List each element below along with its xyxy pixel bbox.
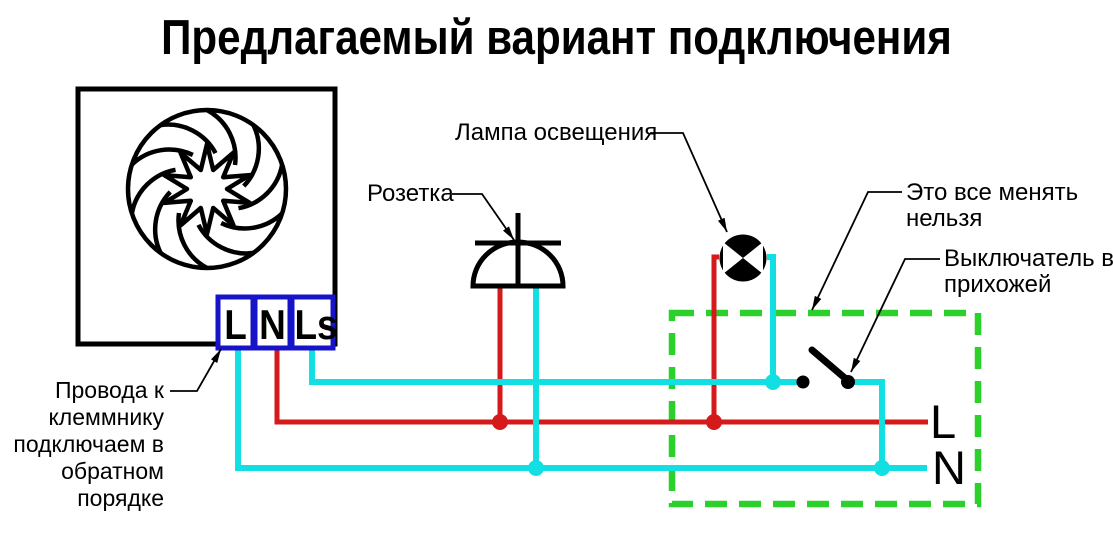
switch-leader-line [850, 258, 940, 373]
lamp-label: Лампа освещения [455, 119, 658, 146]
neutral-wires [235, 254, 927, 471]
keep-zone-label-line1: Это все менять [906, 179, 1079, 206]
terminal-note-line1: Провода к [54, 377, 164, 403]
hall-switch-label-line2: прихожей [944, 271, 1052, 298]
leader-arrowheads [211, 217, 861, 372]
bus-label-phase: L [930, 395, 957, 448]
neutral-junction-dots [528, 374, 890, 476]
socket-leader-line [452, 193, 515, 241]
fan-hub-star [161, 141, 253, 237]
switched-line-wire [309, 348, 803, 385]
hall-switch-label-line1: Выключатель в [944, 245, 1113, 272]
terminal-label-n: N [259, 301, 286, 348]
keep-zone-leader-line [811, 191, 902, 311]
phase-junction-dots [492, 414, 722, 430]
terminal-label-l: L [224, 301, 247, 348]
page-title: Предлагаемый вариант подключения [161, 11, 952, 65]
terminal-note-line2: клеммнику [48, 404, 164, 430]
keep-zone-label: Это все менять нельзя [906, 180, 1078, 232]
terminal-cell-ls [289, 294, 336, 351]
bus-label-neutral: N [932, 441, 966, 494]
socket-arrowhead [503, 226, 514, 240]
socket-label: Розетка [367, 180, 454, 207]
lamp-icon [719, 234, 767, 282]
lamp-arrowhead [718, 217, 727, 232]
terminal-note-line3: подключаем в [13, 431, 164, 457]
switch-to-neutral-wire [848, 379, 885, 468]
lamp-phase-wire [711, 254, 719, 422]
lamp-leader-line [650, 132, 728, 233]
lamp-switched-wire [767, 254, 776, 382]
switch-arrowhead [851, 357, 861, 372]
keep-zone-label-line2: нельзя [906, 205, 983, 232]
terminal-cell-n [252, 294, 293, 351]
terminal-note-leader-line [170, 348, 222, 392]
terminal-note-line4: обратном [61, 458, 164, 484]
neutral-bus-wire [235, 348, 927, 471]
socket-icon [470, 213, 566, 289]
terminal-label-ls: Ls [294, 301, 338, 348]
terminal-note-label: Провода к клеммнику подключаем в обратно… [0, 377, 164, 512]
terminal-block [215, 294, 336, 351]
fan-impeller-icon [125, 107, 289, 271]
leader-lines [170, 132, 940, 392]
keep-zone-arrowhead [812, 295, 822, 310]
hall-switch-label: Выключатель в прихожей [944, 246, 1113, 298]
terminal-note-arrowhead [211, 349, 221, 363]
phase-wires [274, 254, 928, 425]
switch-icon [796, 346, 855, 389]
terminal-note-line5: порядке [77, 485, 164, 511]
keep-zone-border [668, 309, 982, 508]
